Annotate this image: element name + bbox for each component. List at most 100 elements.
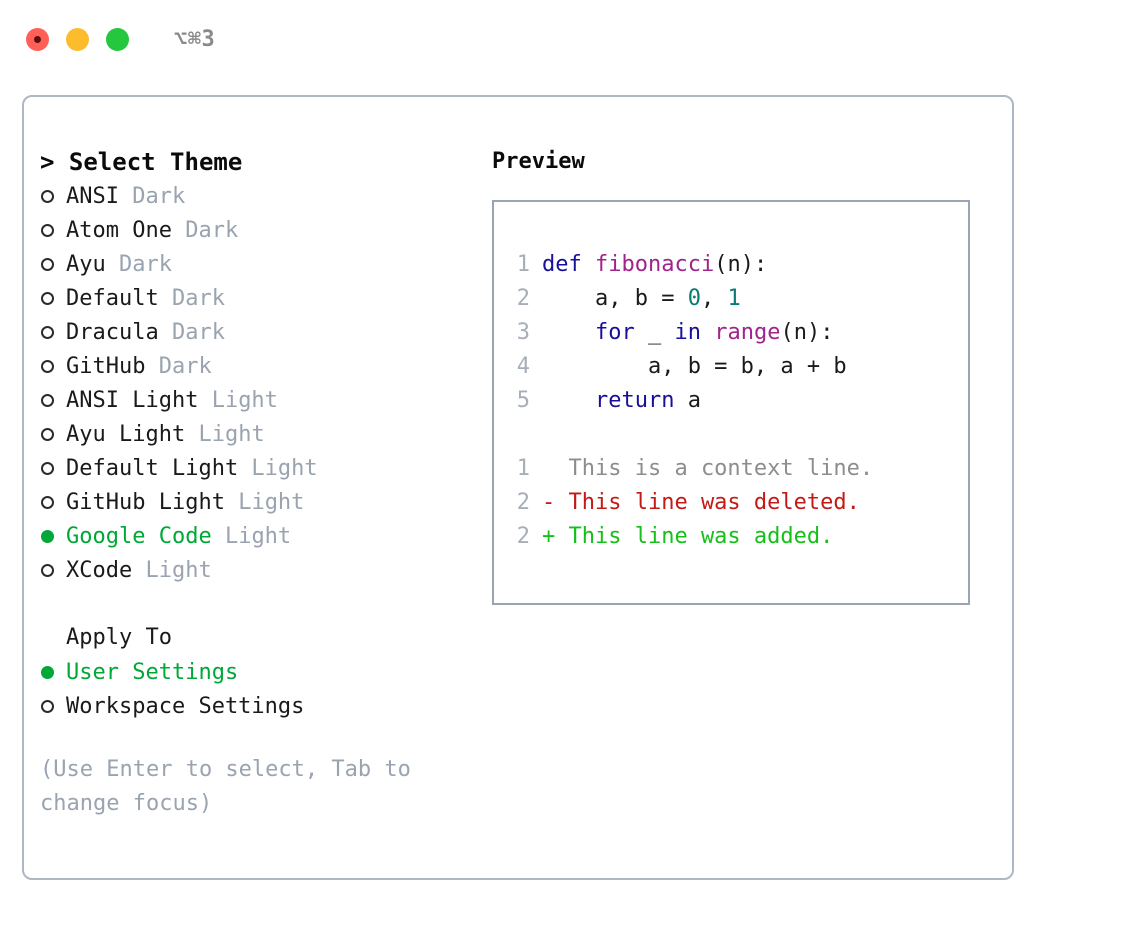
code-line-number: 1 — [516, 252, 530, 277]
code-line-number: 3 — [516, 320, 530, 345]
theme-option-github[interactable]: GitHub Dark — [40, 349, 492, 383]
theme-option-ansi-light[interactable]: ANSI Light Light — [40, 383, 492, 417]
radio-unselected-icon — [40, 485, 66, 519]
code-line: 4 a, b = b, a + b — [508, 350, 968, 384]
theme-option-label: Google Code — [66, 523, 212, 549]
bullet-shape — [41, 529, 54, 543]
theme-option-ayu-light[interactable]: Ayu Light Light — [40, 417, 492, 451]
code-line-number: 4 — [516, 354, 530, 379]
code-token-txt — [542, 320, 595, 345]
theme-option-label: Ayu — [66, 251, 106, 277]
keyboard-hint-text: (Use Enter to select, Tab to change focu… — [40, 757, 425, 816]
diff-line-number: 2 — [516, 490, 530, 515]
apply-to-heading-row: Apply To — [40, 621, 492, 655]
theme-option-label: ANSI — [66, 183, 119, 209]
radio-unselected-icon — [40, 179, 66, 213]
close-window-button[interactable] — [26, 27, 49, 51]
traffic-light-buttons — [26, 27, 129, 51]
radio-unselected-icon — [40, 417, 66, 451]
code-token-kw: def — [542, 252, 595, 277]
code-token-fn: range — [714, 320, 781, 345]
radio-unselected-icon — [40, 553, 66, 587]
radio-selected-icon — [40, 519, 66, 553]
theme-option-default-light[interactable]: Default Light Light — [40, 451, 492, 485]
code-token-txt: a, b = b, a + b — [542, 354, 847, 379]
radio-unselected-icon — [40, 689, 66, 723]
theme-option-label: Atom One — [66, 217, 172, 243]
theme-option-label: Ayu Light — [66, 421, 186, 447]
diff-line-number: 1 — [516, 456, 530, 481]
radio-unselected-icon — [40, 349, 66, 383]
theme-option-variant: Light — [238, 455, 318, 481]
diff-line-number: 2 — [516, 524, 530, 549]
code-line-number: 5 — [516, 388, 530, 413]
preview-heading: Preview — [492, 149, 585, 174]
radio-unselected-icon — [40, 247, 66, 281]
code-token-num: 1 — [727, 286, 741, 311]
list-spacer — [40, 587, 492, 621]
code-line-content: a, b = b, a + b — [542, 350, 847, 384]
theme-option-label: XCode — [66, 557, 133, 583]
theme-option-ayu[interactable]: Ayu Dark — [40, 247, 492, 281]
title-bar: ⌥⌘3 — [0, 0, 1140, 78]
diff-line-del: 2 - This line was deleted. — [508, 486, 968, 520]
diff-sample: 1 This is a context line. 2 - This line wa… — [508, 452, 968, 554]
diff-line-text: - This line was deleted. — [542, 490, 860, 515]
theme-option-dracula[interactable]: Dracula Dark — [40, 315, 492, 349]
bullet-shape — [41, 325, 54, 339]
radio-unselected-icon — [40, 451, 66, 485]
code-token-txt: , — [700, 286, 728, 311]
apply-to-option-user-settings[interactable]: User Settings — [40, 655, 492, 689]
code-line-number: 2 — [516, 286, 530, 311]
theme-option-label: ANSI Light — [66, 387, 199, 413]
theme-option-variant: Light — [224, 489, 305, 515]
theme-option-variant: Light — [211, 523, 292, 549]
minimize-window-button[interactable] — [66, 27, 89, 51]
bullet-shape — [41, 393, 54, 407]
apply-to-option-label: Workspace Settings — [66, 693, 305, 719]
bullet-shape — [41, 257, 54, 271]
apply-to-option-label: User Settings — [66, 659, 239, 685]
bullet-shape — [41, 665, 54, 679]
code-token-kw: for — [594, 320, 635, 345]
maximize-window-button[interactable] — [106, 27, 129, 51]
theme-option-ansi[interactable]: ANSI Dark — [40, 179, 492, 213]
theme-option-variant: Light — [185, 421, 265, 447]
code-line-content: for _ in range(n): — [542, 316, 833, 350]
code-token-txt: a — [674, 388, 701, 413]
theme-option-label: Default — [66, 285, 159, 311]
theme-option-variant: Light — [132, 557, 212, 583]
bullet-shape — [41, 461, 54, 475]
window-title: ⌥⌘3 — [174, 26, 216, 52]
diff-line-text: + This line was added. — [542, 524, 834, 549]
code-token-txt: (n): — [780, 320, 834, 345]
theme-option-label: GitHub Light — [66, 489, 225, 515]
theme-option-xcode[interactable]: XCode Light — [40, 553, 492, 587]
theme-option-variant: Dark — [158, 285, 225, 311]
theme-option-github-light[interactable]: GitHub Light Light — [40, 485, 492, 519]
apply-to-option-workspace-settings[interactable]: Workspace Settings — [40, 689, 492, 723]
theme-option-variant: Dark — [158, 319, 225, 345]
theme-option-variant: Light — [198, 387, 278, 413]
theme-option-variant: Dark — [118, 183, 186, 209]
code-line: 2 a, b = 0, 1 — [508, 282, 968, 316]
theme-option-atom-one[interactable]: Atom One Dark — [40, 213, 492, 247]
diff-line-ctx: 1 This is a context line. — [508, 452, 968, 486]
theme-option-default[interactable]: Default Dark — [40, 281, 492, 315]
code-token-txt — [701, 320, 714, 345]
bullet-shape — [41, 189, 54, 203]
bullet-shape — [41, 223, 54, 237]
radio-unselected-icon — [40, 213, 66, 247]
theme-option-variant: Dark — [105, 251, 172, 277]
theme-option-label: Default Light — [66, 455, 239, 481]
bullet-shape — [41, 563, 54, 577]
theme-option-google-code[interactable]: Google Code Light — [40, 519, 492, 553]
